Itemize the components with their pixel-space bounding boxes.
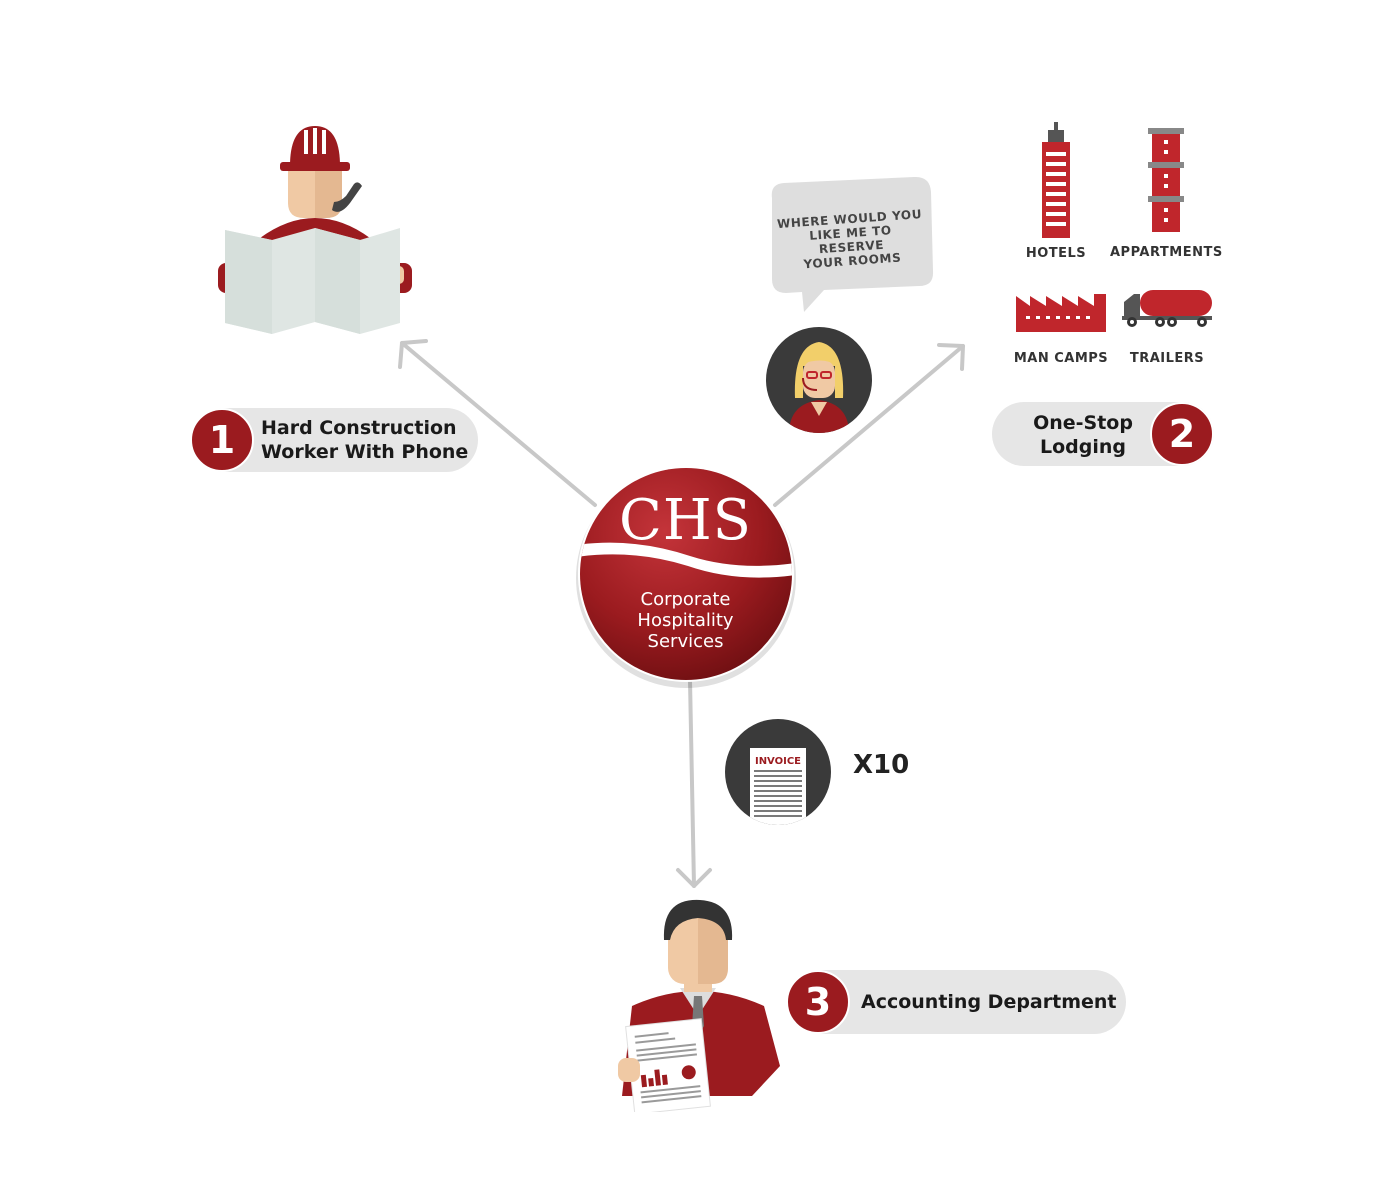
tanker-truck-icon — [1122, 290, 1212, 327]
lodging-label-appartments: APPARTMENTS — [1110, 245, 1223, 260]
step-1-label: Hard Construction Worker With Phone — [261, 416, 468, 464]
step-1-label-line2: Worker With Phone — [261, 441, 469, 463]
arrow-head-lodging — [937, 343, 965, 371]
chs-logo-emblem — [576, 466, 796, 688]
apartment-building-icon — [1148, 128, 1184, 232]
step-3-number: 3 — [786, 970, 850, 1034]
step-2-label: One-Stop Lodging — [1026, 411, 1140, 459]
receptionist-avatar — [766, 327, 872, 433]
step-2-label-line1: One-Stop — [1033, 412, 1133, 434]
step-2-label-line2: Lodging — [1039, 436, 1126, 458]
step-1-number: 1 — [190, 408, 254, 472]
lodging-label-hotels: HOTELS — [1025, 246, 1087, 261]
accountant-icon — [618, 899, 780, 1112]
chs-line-3: Services — [647, 631, 724, 652]
arrow-head-accounting — [676, 868, 712, 888]
lodging-label-man-camps: MAN CAMPS — [1013, 351, 1109, 366]
invoice-doc-label: INVOICE — [754, 756, 802, 767]
construction-worker-icon — [218, 126, 412, 334]
invoice-multiplier: X10 — [853, 750, 910, 780]
hotel-building-icon — [1042, 122, 1070, 238]
lodging-label-trailers: TRAILERS — [1129, 351, 1205, 366]
factory-camp-icon — [1016, 294, 1106, 332]
arrow-head-worker — [398, 339, 428, 369]
chs-line-1: Corporate — [640, 589, 731, 610]
step-2-number: 2 — [1150, 402, 1214, 466]
invoice-icon — [725, 719, 831, 825]
chs-abbr: CHS — [618, 488, 753, 553]
chs-line-2: Hospitality — [637, 610, 734, 631]
speech-bubble-text: WHERE WOULD YOU LIKE ME TO RESERVE YOUR … — [776, 207, 926, 273]
step-3-label: Accounting Department — [861, 991, 1117, 1013]
arrow-to-worker — [400, 341, 597, 507]
chs-full-name: Corporate Hospitality Services — [578, 589, 793, 652]
step-1-label-line1: Hard Construction — [261, 417, 457, 439]
arrow-to-lodging — [773, 344, 965, 507]
speech-bubble — [771, 176, 934, 312]
arrow-to-accounting — [688, 678, 696, 888]
